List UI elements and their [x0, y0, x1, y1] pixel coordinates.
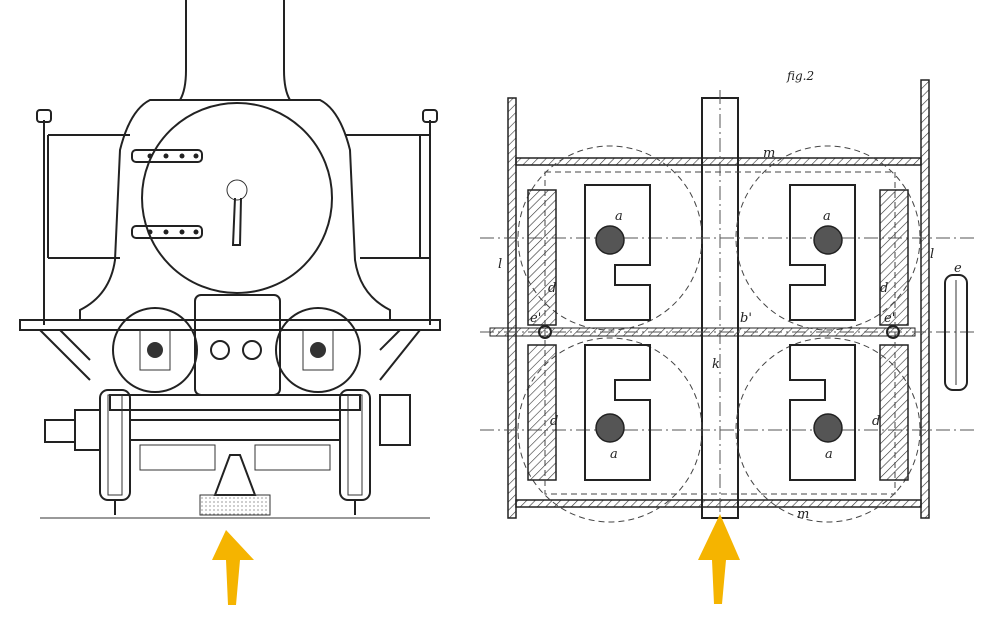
wheel-circle-bl: [517, 337, 703, 523]
label-a-bl: a: [610, 447, 618, 462]
label-e-right: e': [884, 311, 895, 326]
steam-chest: [194, 294, 281, 396]
label-l-right: l: [930, 247, 934, 262]
pivot-e-right: [886, 325, 900, 339]
center-pivot: [213, 454, 257, 496]
right-axlebox: [254, 444, 331, 471]
label-d-tr: d: [880, 281, 888, 296]
label-m-bottom: m: [797, 507, 809, 522]
bracket-bottom-left: [584, 344, 651, 481]
wheel-circle-br: [735, 337, 921, 523]
front-axle: [129, 419, 341, 441]
figure-label: fig.2: [786, 69, 814, 83]
right-buffer: [379, 394, 411, 446]
running-plate: [19, 319, 441, 331]
label-b-prime: b': [740, 311, 752, 326]
door-handle-hub: [226, 179, 248, 201]
pulley-e: [944, 274, 968, 391]
arrow-left: [212, 530, 254, 605]
left-axlebox: [139, 444, 216, 471]
label-l-left: l: [498, 257, 502, 272]
block-d-bl: [527, 344, 557, 481]
left-handrail: [36, 109, 130, 325]
left-buffer: [44, 409, 101, 451]
locomotive-front-view: [19, 0, 441, 519]
top-plate: [515, 157, 922, 166]
right-cylinder-cover: [275, 307, 361, 393]
bracket-bottom-right: [789, 344, 856, 481]
label-a-tl: a: [615, 209, 623, 224]
inner-frame: [544, 171, 896, 495]
block-d-tr: [879, 189, 909, 326]
label-e-left: e': [530, 311, 541, 326]
block-d-br: [879, 344, 909, 481]
label-d-bl: d: [550, 414, 558, 429]
door-handle: [231, 197, 242, 246]
plan-view-figure: fig.2: [480, 69, 975, 523]
left-cylinder-cover: [112, 307, 198, 393]
right-wheel: [339, 389, 371, 501]
wheel-circle-tr: [735, 145, 921, 331]
plate-brackets: [39, 329, 421, 381]
door-hinge-top: [131, 149, 203, 163]
door-hinge-bottom: [131, 225, 203, 239]
left-wheel: [99, 389, 131, 501]
label-d-tl: d: [548, 281, 556, 296]
wheel-circle-tl: [517, 145, 703, 331]
label-a-tr: a: [823, 209, 831, 224]
pivot-base: [199, 494, 271, 516]
label-m-top: m: [763, 146, 775, 161]
label-d-br: d: [872, 414, 880, 429]
pivot-e-left: [538, 325, 552, 339]
arrow-right: [698, 514, 740, 604]
label-e-pulley: e: [954, 261, 962, 276]
left-wall: [507, 97, 517, 519]
block-d-tl: [527, 189, 557, 326]
right-wall: [920, 79, 930, 519]
smokebox-door: [141, 102, 333, 294]
label-a-br: a: [825, 447, 833, 462]
bracket-top-left: [584, 184, 651, 321]
bracket-top-right: [789, 184, 856, 321]
buffer-beam: [109, 394, 361, 411]
chimney: [178, 0, 292, 101]
bottom-plate: [515, 499, 922, 508]
label-k: k: [712, 357, 720, 372]
right-handrail: [345, 109, 438, 325]
